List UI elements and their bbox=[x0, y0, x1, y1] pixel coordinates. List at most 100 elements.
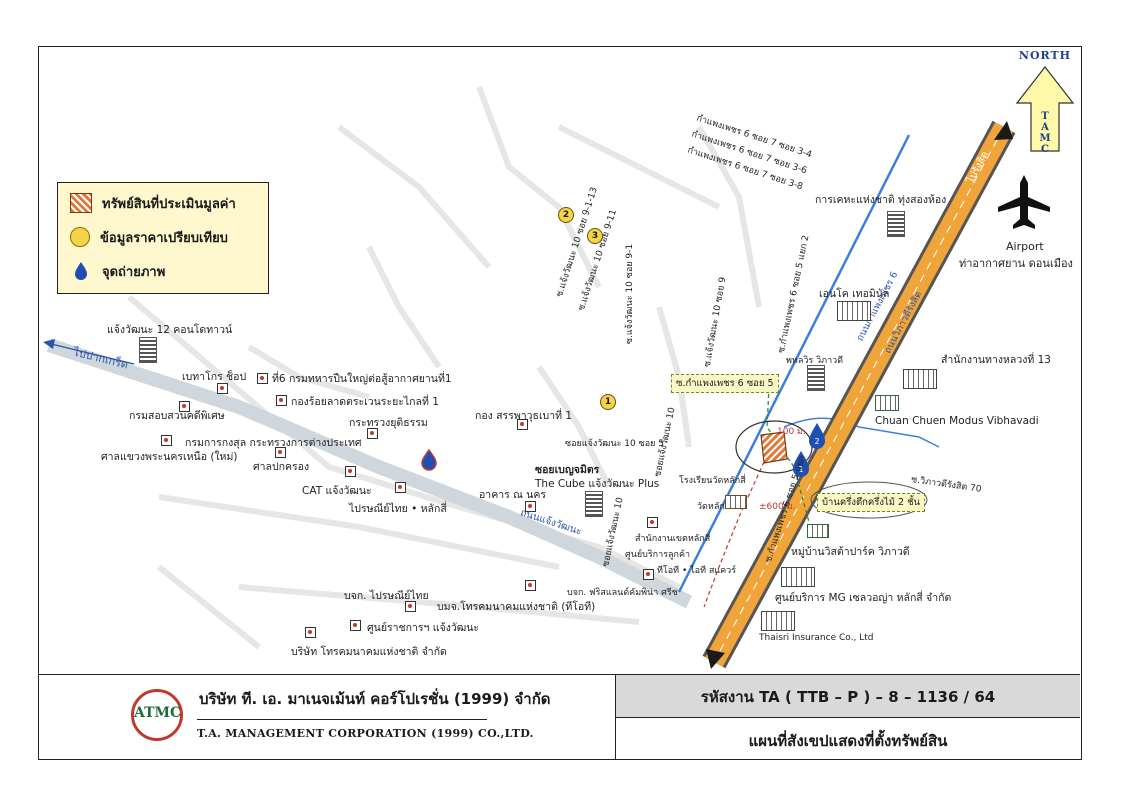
company-name-th: บริษัท ที. เอ. มาเนจเม้นท์ คอร์โปเรชั่น … bbox=[199, 690, 551, 708]
map-title: แผนที่สังเขปแสดงที่ตั้งทรัพย์สิน bbox=[748, 732, 948, 750]
place-tot-public: บมจ.โทรคมนาคมแห่งชาติ (ทีโอที) bbox=[437, 601, 596, 613]
cube-building-icon bbox=[585, 491, 603, 517]
phahon-building-icon bbox=[807, 365, 825, 391]
legend-photo: จุดถ่ายภาพ bbox=[70, 259, 165, 283]
comparable-1-marker[interactable]: 1 bbox=[600, 394, 616, 410]
place-court-north: ศาลแขวงพระนครเหนือ (ใหม่) bbox=[101, 451, 238, 463]
airport-label-th: ท่าอากาศยาน ดอนเมือง bbox=[959, 257, 1073, 270]
place-frieslandcampina: บจก. ฟริสแลนด์คัมพิน่า ศรีช bbox=[567, 588, 678, 598]
yellow-circle-icon bbox=[70, 227, 90, 247]
svg-text:2: 2 bbox=[814, 437, 819, 446]
place-phahon-vibhavadi: พหลวิร วิภาวดี bbox=[786, 356, 844, 366]
temple-icon bbox=[725, 495, 747, 509]
place-highway-office: สำนักงานทางหลวงที่ 13 bbox=[941, 354, 1051, 366]
expressway-center bbox=[713, 126, 1005, 663]
place-benjamit: ซอยเบญจมิตร bbox=[535, 464, 600, 476]
enco-building-icon bbox=[837, 301, 871, 321]
map-svg: T A M C 1 2 bbox=[43, 66, 1075, 669]
thaisri-building-icon bbox=[761, 611, 795, 631]
place-mg-service: ศูนย์บริการ MG เซลวอญ่า หลักสี่ จำกัด bbox=[775, 592, 952, 604]
legend-label: จุดถ่ายภาพ bbox=[102, 264, 166, 280]
arrow-north-end bbox=[994, 121, 1013, 140]
legend-subject: ทรัพย์สินที่ประเมินมูลค่า bbox=[70, 191, 236, 215]
place-tot-square: ทีโอที • ไอที สแควร์ bbox=[657, 566, 737, 576]
company-logo: ATMC bbox=[131, 689, 183, 741]
place-service-center: ศูนย์บริการลูกค้า bbox=[625, 550, 691, 560]
route-dashed bbox=[703, 461, 765, 608]
north-letter-m: M bbox=[1039, 133, 1050, 144]
map-legend: ทรัพย์สินที่ประเมินมูลค่า ข้อมูลราคาเปรี… bbox=[57, 182, 269, 294]
poi-admin-court-icon bbox=[275, 447, 286, 458]
airport-label-en: Airport bbox=[1006, 240, 1044, 253]
comparable-2-marker[interactable]: 2 bbox=[558, 207, 574, 223]
place-district-office: สำนักงานเขตหลักสี่ bbox=[635, 534, 711, 544]
poi-district-office-icon bbox=[647, 517, 658, 528]
mg-building-icon bbox=[781, 567, 815, 587]
photo-point-2-icon: 2 bbox=[809, 423, 825, 449]
poi-nt-company-icon bbox=[305, 627, 316, 638]
highlight-soi: ซ.กำแพงเพชร 6 ซอย 5 bbox=[671, 374, 779, 393]
faint-streets bbox=[127, 85, 762, 650]
condo-building-icon bbox=[139, 337, 157, 363]
hatched-square-icon bbox=[70, 193, 92, 213]
comparable-3-marker[interactable]: 3 bbox=[587, 228, 603, 244]
poi-dsi-icon bbox=[179, 401, 190, 412]
job-code-cell: รหัสงาน TA ( TTB – P ) – 8 – 1136 / 64 bbox=[616, 675, 1080, 718]
place-the-cube: The Cube แจ้งวัฒนะ Plus bbox=[535, 478, 660, 490]
north-letter-t: T bbox=[1041, 111, 1049, 122]
map-title-cell: แผนที่สังเขปแสดงที่ตั้งทรัพย์สิน bbox=[616, 718, 1080, 760]
north-letter-c: C bbox=[1041, 144, 1049, 155]
place-gov-complex: ศูนย์ราชการฯ แจ้งวัฒนะ bbox=[367, 622, 480, 634]
company-block: ATMC บริษัท ที. เอ. มาเนจเม้นท์ คอร์โปเร… bbox=[39, 675, 616, 760]
vista-park-house-icon bbox=[807, 524, 829, 538]
chuan-chuen-house-icon bbox=[875, 395, 899, 411]
place-thaisri: Thaisri Insurance Co., Ltd bbox=[759, 633, 874, 643]
place-betagro: เบทาโกร ช็อป bbox=[182, 371, 247, 383]
poi-post-icon bbox=[395, 482, 406, 493]
place-thailand-post: บจก. ไปรษณีย์ไทย bbox=[344, 590, 429, 602]
job-code: รหัสงาน TA ( TTB – P ) – 8 – 1136 / 64 bbox=[700, 688, 996, 706]
chaeng-watthana-road bbox=[46, 338, 693, 609]
nha-building-icon bbox=[887, 211, 905, 237]
house-ellipse bbox=[810, 481, 928, 519]
place-ordnance: กอง สรรพาวุธเบาที่ 1 bbox=[475, 410, 573, 422]
poi-nt-icon bbox=[525, 580, 536, 591]
airplane-icon bbox=[998, 175, 1050, 229]
place-vista-park: หมู่บ้านวิสต้าปาร์ค วิภาวดี bbox=[791, 546, 910, 558]
highlight-house: บ้านครึ่งตึกครึ่งไม้ 2 ชั้น bbox=[817, 493, 926, 512]
road-cw10-soi9-1: ซ.แจ้งวัฒนะ 10 ซอย 9-1 bbox=[625, 243, 636, 345]
poi-recon-icon bbox=[276, 395, 287, 406]
road-cw10-soi5: ซอยแจ้งวัฒนะ 10 ซอย 5 bbox=[565, 439, 664, 449]
svg-text:1: 1 bbox=[798, 465, 803, 474]
north-label: NORTH bbox=[1018, 49, 1072, 62]
poi-gov-complex-icon bbox=[350, 620, 361, 631]
place-na-nakorn: อาคาร ณ นคร bbox=[479, 489, 547, 501]
company-divider bbox=[197, 719, 487, 720]
legend-label: ข้อมูลราคาเปรียบเทียบ bbox=[100, 230, 228, 246]
poi-na-nakorn-icon bbox=[525, 501, 536, 512]
place-enco-terminal: เอนโค เทอมินัล bbox=[819, 288, 890, 300]
place-nt-company: บริษัท โทรคมนาคมแห่งชาติ จำกัด bbox=[291, 646, 447, 658]
poi-consular-icon bbox=[161, 435, 172, 446]
map-frame: T A M C 1 2 ทรัพย์สินที่ประเมินมูลค่า bbox=[38, 46, 1082, 760]
place-regiment: ที่6 กรมทหารปืนใหญ่ต่อสู้อากาศยานที่1 bbox=[272, 373, 452, 385]
legend-comparable: ข้อมูลราคาเปรียบเทียบ bbox=[70, 225, 228, 249]
place-condotown: แจ้งวัฒนะ 12 คอนโดทาวน์ bbox=[107, 324, 233, 336]
place-chuan-chuen: Chuan Chuen Modus Vibhavadi bbox=[875, 415, 1039, 427]
subject-parcel bbox=[760, 431, 788, 464]
poi-justice-icon bbox=[367, 428, 378, 439]
map-area: T A M C 1 2 ทรัพย์สินที่ประเมินมูลค่า bbox=[39, 47, 1080, 674]
place-justice: กระทรวงยุติธรรม bbox=[349, 417, 428, 429]
legend-label: ทรัพย์สินที่ประเมินมูลค่า bbox=[102, 196, 236, 212]
gas-station-icon bbox=[421, 448, 437, 471]
highway-office-icon bbox=[903, 369, 937, 389]
distance-600: ±600 ม. bbox=[759, 502, 796, 512]
place-cat: CAT แจ้งวัฒนะ bbox=[302, 485, 372, 497]
place-wat-laksi-school: โรงเรียนวัดหลักสี่ bbox=[679, 476, 746, 486]
photo-point-1-icon: 1 bbox=[793, 451, 809, 477]
poi-tot-icon bbox=[643, 569, 654, 580]
title-block: ATMC บริษัท ที. เอ. มาเนจเม้นท์ คอร์โปเร… bbox=[39, 674, 1080, 760]
arrow-south-end bbox=[706, 649, 725, 669]
arrow-pakkret-head bbox=[43, 339, 55, 349]
place-post-laksi: ไปรษณีย์ไทย • หลักสี่ bbox=[349, 503, 447, 515]
